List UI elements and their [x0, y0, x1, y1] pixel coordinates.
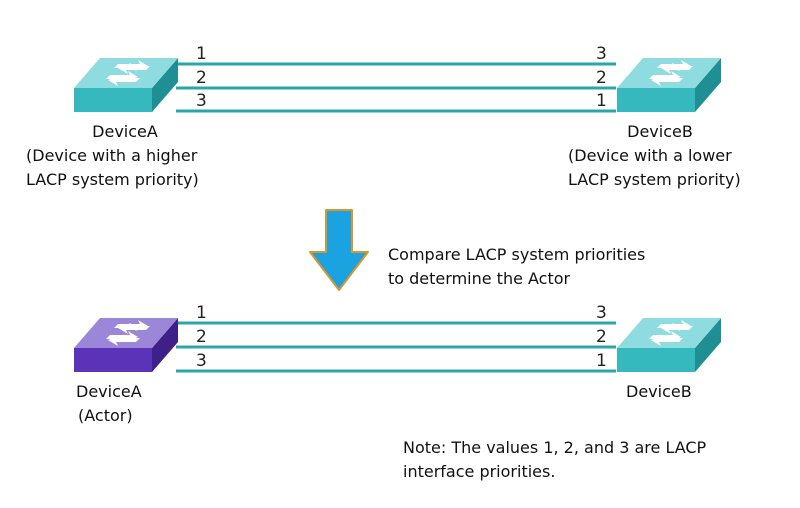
bottom-deviceA-switch-icon	[74, 318, 178, 372]
top-deviceB-desc-line1: (Device with a lower	[568, 146, 732, 165]
note-line1: Note: The values 1, 2, and 3 are LACP	[403, 438, 707, 457]
bottom-links: 1 3 2 2 3 1	[176, 303, 616, 373]
switch-top-face	[74, 58, 178, 88]
top-deviceA-name: DeviceA	[92, 122, 158, 141]
top-links: 1 3 2 2 3 1	[176, 44, 616, 113]
top-link-2-left-priority: 2	[196, 68, 207, 88]
note-line2: interface priorities.	[403, 462, 556, 481]
switch-arrow-left	[661, 63, 693, 74]
switch-top-face	[617, 58, 721, 88]
top-link-2-right-priority: 2	[596, 68, 607, 88]
bottom-deviceB-name: DeviceB	[626, 382, 692, 401]
top-deviceB-description: (Device with a lower LACP system priorit…	[568, 144, 741, 192]
switch-front-face	[617, 348, 695, 372]
bottom-link-2-left-priority: 2	[196, 327, 207, 347]
bottom-link-1-right-priority: 3	[596, 303, 607, 323]
bottom-link-1-left-priority: 1	[196, 303, 207, 323]
switch-side-face	[152, 58, 178, 112]
switch-front-face	[617, 88, 695, 112]
top-deviceB-label: DeviceB	[572, 120, 748, 144]
switch-front-face	[74, 88, 152, 112]
bottom-deviceA-label: DeviceA (Actor)	[76, 380, 142, 428]
switch-arrow-left	[108, 75, 140, 86]
switch-side-face	[152, 318, 178, 372]
bottom-deviceA-role: (Actor)	[78, 406, 133, 425]
compare-caption-line2: to determine the Actor	[388, 269, 571, 288]
switch-arrow-left	[651, 75, 683, 86]
top-deviceA-desc-line2: LACP system priority)	[26, 170, 199, 189]
switch-arrow-left	[108, 335, 140, 346]
compare-caption: Compare LACP system priorities to determ…	[388, 243, 645, 291]
top-deviceB-name: DeviceB	[627, 122, 693, 141]
switch-side-face	[695, 58, 721, 112]
down-arrow-icon	[309, 209, 369, 291]
compare-caption-line1: Compare LACP system priorities	[388, 245, 646, 264]
switch-top-face	[617, 318, 721, 348]
switch-arrow-left	[651, 335, 683, 346]
switch-arrow-left	[118, 63, 150, 74]
switch-arrow-left	[661, 323, 693, 334]
top-deviceA-label: DeviceA	[20, 120, 230, 144]
bottom-link-2-right-priority: 2	[596, 327, 607, 347]
top-link-1-right-priority: 3	[596, 44, 607, 64]
bottom-link-3-right-priority: 1	[596, 351, 607, 371]
note-text: Note: The values 1, 2, and 3 are LACP in…	[403, 436, 706, 484]
switch-top-face	[74, 318, 178, 348]
top-deviceA-switch-icon	[74, 58, 178, 112]
top-deviceA-desc-line1: (Device with a higher	[26, 146, 198, 165]
switch-arrow-left	[118, 323, 150, 334]
top-deviceA-description: (Device with a higher LACP system priori…	[26, 144, 199, 192]
switch-front-face	[74, 348, 152, 372]
bottom-deviceB-label: DeviceB	[626, 380, 692, 404]
switch-side-face	[695, 318, 721, 372]
bottom-deviceB-switch-icon	[617, 318, 721, 372]
top-link-1-left-priority: 1	[196, 44, 207, 64]
top-link-3-right-priority: 1	[596, 91, 607, 111]
top-link-3-left-priority: 3	[196, 91, 207, 111]
top-deviceB-desc-line2: LACP system priority)	[568, 170, 741, 189]
bottom-deviceA-name: DeviceA	[76, 382, 142, 401]
top-deviceB-switch-icon	[617, 58, 721, 112]
bottom-link-3-left-priority: 3	[196, 351, 207, 371]
